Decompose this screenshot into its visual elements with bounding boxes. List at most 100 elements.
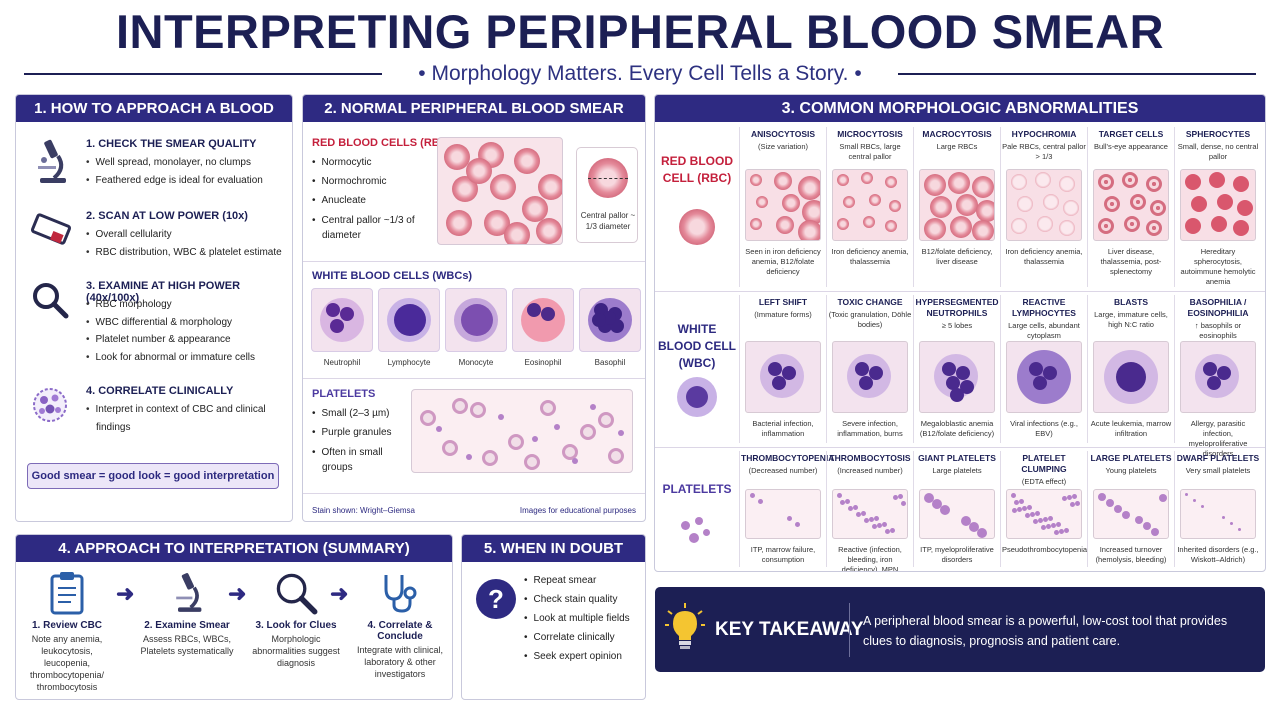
- column-divider: [913, 127, 914, 287]
- slide-icon: [30, 210, 72, 254]
- cells-cluster-icon: [30, 385, 70, 429]
- rbc-cell: [452, 398, 468, 414]
- abnormality-image: [1093, 169, 1169, 241]
- abnormality-image: [919, 169, 995, 241]
- section-interpretation-summary: 4. APPROACH TO INTERPRETATION (SUMMARY) …: [15, 534, 453, 700]
- platelet: [590, 404, 596, 410]
- abnormality-description: ≥ 5 lobes: [941, 321, 973, 330]
- section-header: 1. HOW TO APPROACH A BLOOD SMEAR: [16, 95, 292, 144]
- platelet: [498, 414, 504, 420]
- rbc-cell: [470, 402, 486, 418]
- abnormality-image: [919, 489, 995, 539]
- row-icon: [655, 209, 739, 249]
- abnormality-name: MACROCYTOSIS: [922, 129, 992, 139]
- arrow-right-icon: ➜: [228, 581, 247, 606]
- abnormality-image: [745, 489, 821, 539]
- abnormality-causes: Reactive (infection, bleeding, iron defi…: [838, 545, 902, 572]
- flow-step-title: 4. Correlate & Conclude: [367, 620, 433, 642]
- section-when-in-doubt: 5. WHEN IN DOUBT ? Repeat smear Check st…: [461, 534, 646, 700]
- section-morphologic-abnormalities: 3. COMMON MORPHOLOGIC ABNORMALITIES RED …: [654, 94, 1266, 572]
- abnormality-causes: Liver disease, thalassemia, post-splenec…: [1100, 247, 1162, 276]
- bullet: Small (2–3 µm): [312, 404, 412, 423]
- abnormality-description: (Decreased number): [748, 466, 818, 475]
- platelet: [532, 436, 538, 442]
- column-divider: [826, 127, 827, 287]
- abnormality-causes: Hereditary spherocytosis, autoimmune hem…: [1180, 247, 1256, 286]
- abnormality-name: PLATELET CLUMPING: [1021, 453, 1067, 474]
- flow-step-desc: Assess RBCs, WBCs, Platelets systematica…: [140, 634, 234, 656]
- rbc-cell: [508, 434, 524, 450]
- abnormality-image: [1006, 341, 1082, 413]
- bullet: WBC differential & morphology: [86, 314, 292, 332]
- platelet-bullets: Small (2–3 µm) Purple granules Often in …: [312, 404, 412, 475]
- diameter-line: [588, 178, 628, 179]
- flow-step-examine-smear: 2. Examine Smear Assess RBCs, WBCs, Plat…: [140, 571, 234, 657]
- rbc-cell: [538, 174, 562, 200]
- column-divider: [826, 451, 827, 567]
- abnormality-description: Young platelets: [1105, 466, 1157, 475]
- abnormality-description: Pale RBCs, central pallor > 1/3: [1002, 142, 1086, 161]
- microscope-icon: [30, 138, 70, 183]
- rbc-cell: [482, 450, 498, 466]
- bullet: Well spread, monolayer, no clumps: [86, 154, 292, 172]
- normal-rbc-smear-image: [437, 137, 563, 245]
- microscope-icon: [176, 573, 202, 612]
- column-divider: [1087, 295, 1088, 443]
- rbc-cell: [420, 410, 436, 426]
- rbc-cell: [466, 158, 492, 184]
- flow-step-desc: Morphologic abnormalities suggest diagno…: [252, 634, 340, 668]
- abnormality-description: Very small platelets: [1185, 466, 1251, 475]
- good-smear-badge: Good smear = good look = good interpreta…: [27, 463, 279, 489]
- column-divider: [913, 295, 914, 443]
- column-divider: [739, 451, 740, 567]
- abnormality-causes: Allergy, parasitic infection, myeloproli…: [1188, 419, 1248, 458]
- abnormality-causes: Inherited disorders (e.g., Wiskott–Aldri…: [1177, 545, 1259, 564]
- section-header: 4. APPROACH TO INTERPRETATION (SUMMARY): [16, 535, 452, 562]
- wbc-image-neutrophil: [311, 288, 373, 352]
- abnormality-name: SPHEROCYTES: [1185, 129, 1251, 139]
- abnormality-description: (Increased number): [837, 466, 903, 475]
- wbc-caption: Eosinophil: [524, 358, 562, 367]
- rbc-cell: [562, 444, 578, 460]
- bullet: Repeat smear: [524, 571, 642, 590]
- abnormality-image: [832, 169, 908, 241]
- rbc-cell: [446, 210, 472, 236]
- bullet: Normochromic: [312, 172, 432, 191]
- abnormality-name: GIANT PLATELETS: [918, 453, 996, 463]
- central-pallor-inset: Central pallor ~ 1/3 diameter: [576, 147, 638, 243]
- question-icon: ?: [476, 579, 516, 619]
- column-divider: [1174, 451, 1175, 567]
- rbc-cell: [504, 222, 530, 244]
- section-approach-smear: 1. HOW TO APPROACH A BLOOD SMEAR 1. CHEC…: [15, 94, 293, 522]
- magnifier-icon: [276, 573, 318, 615]
- rbc-label: RED BLOOD CELLS (RBCs): [312, 137, 458, 149]
- flow-step-review-cbc: 1. Review CBC Note any anemia, leukocyto…: [20, 571, 114, 693]
- abnormality-causes: ITP, myeloproliferative disorders: [920, 545, 994, 564]
- wbc-caption: Neutrophil: [323, 358, 361, 367]
- abnormality-description: (EDTA effect): [1021, 477, 1067, 486]
- abnormality-causes: Increased turnover (hemolysis, bleeding): [1095, 545, 1167, 564]
- abnormality-description: Large, immature cells, high N:C ratio: [1094, 310, 1168, 329]
- rbc-cell: [490, 174, 516, 200]
- abnormality-description: Large cells, abundant cytoplasm: [1008, 321, 1080, 340]
- abnormality-image: [745, 169, 821, 241]
- column-divider: [1000, 295, 1001, 443]
- column-divider: [913, 451, 914, 567]
- column-divider: [1174, 295, 1175, 443]
- flow-step-title: 2. Examine Smear: [144, 620, 230, 631]
- abnormality-image: [1180, 489, 1256, 539]
- flow-step-correlate-conclude: 4. Correlate & Conclude Integrate with c…: [348, 571, 452, 680]
- abnormality-causes: Bacterial infection, inflammation: [752, 419, 814, 438]
- rbc-cell: [598, 412, 614, 428]
- abnormality-description: Bull's-eye appearance: [1094, 142, 1168, 151]
- rbc-cell: [524, 454, 540, 470]
- column-divider: [1000, 127, 1001, 287]
- rbc-cell: [536, 218, 562, 244]
- abnormality-description: (Toxic granulation, Döhle bodies): [828, 310, 912, 329]
- bullet: Platelet number & appearance: [86, 331, 292, 349]
- row-icon: [655, 515, 739, 555]
- rbc-cell: [514, 148, 540, 174]
- abnormality-causes: Acute leukemia, marrow infiltration: [1090, 419, 1172, 438]
- abnormality-causes: Pseudothrombocytopenia: [1002, 545, 1088, 554]
- takeaway-label: KEY TAKEAWAY: [715, 619, 864, 640]
